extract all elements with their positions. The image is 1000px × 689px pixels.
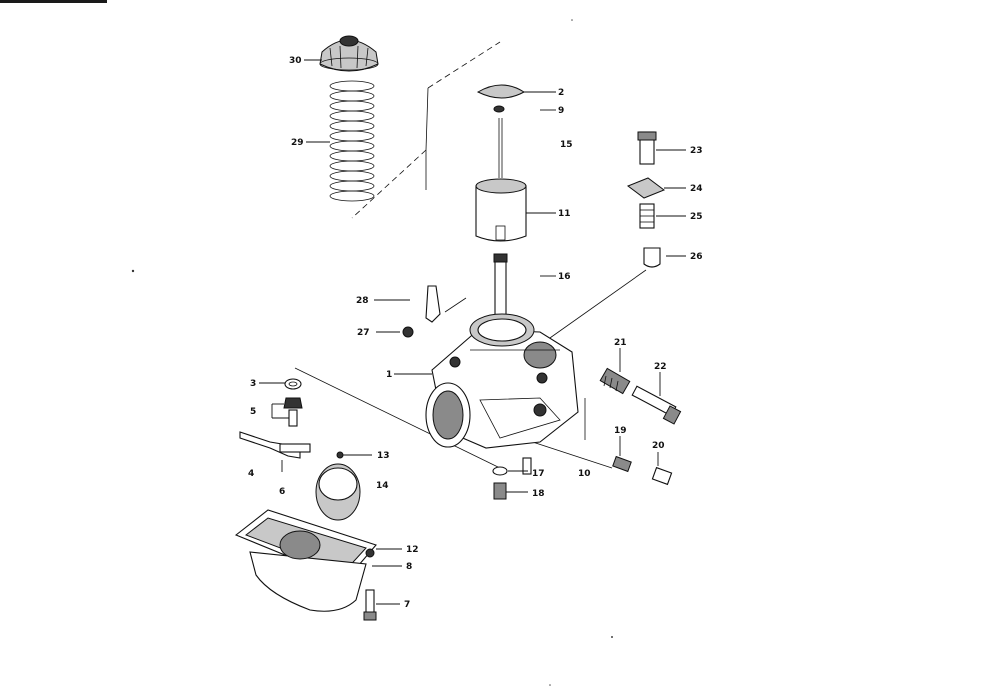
- label-11: 11: [558, 209, 571, 219]
- carburetor-body-part: [425, 313, 579, 449]
- label-4: 4: [248, 469, 254, 479]
- label-15: 15: [560, 140, 573, 150]
- label-9: 9: [558, 106, 564, 116]
- throttle-stop-screw-part: [612, 455, 673, 486]
- slide-spring-part: [329, 80, 375, 202]
- label-27: 27: [357, 328, 370, 338]
- top-cap-part: [319, 35, 379, 72]
- label-22: 22: [654, 362, 667, 372]
- label-5: 5: [250, 407, 256, 417]
- float-needle-parts: [239, 378, 311, 459]
- choke-lever-part: [402, 285, 467, 338]
- label-20: 20: [652, 441, 665, 451]
- needle-jet-part: [493, 253, 508, 321]
- label-19: 19: [614, 426, 627, 436]
- label-28: 28: [356, 296, 369, 306]
- label-8: 8: [406, 562, 412, 572]
- label-2: 2: [558, 88, 564, 98]
- label-7: 7: [404, 600, 410, 610]
- idle-screw-assembly: [626, 131, 666, 268]
- label-10: 10: [578, 469, 591, 479]
- throttle-slide-part: [475, 178, 527, 242]
- label-26: 26: [690, 252, 703, 262]
- label-3: 3: [250, 379, 256, 389]
- label-23: 23: [690, 146, 703, 156]
- label-16: 16: [558, 272, 571, 282]
- part-number-labels: 30 29 2 9 15 11 16 23 24 25 26 28 27 1 2…: [248, 56, 703, 610]
- label-21: 21: [614, 338, 627, 348]
- main-jet-parts: [492, 457, 532, 500]
- label-14: 14: [376, 481, 389, 491]
- label-17: 17: [532, 469, 545, 479]
- label-24: 24: [690, 184, 703, 194]
- leader-lines: [259, 59, 686, 605]
- assembly-guide-lines: [294, 41, 647, 469]
- label-18: 18: [532, 489, 545, 499]
- label-1: 1: [386, 370, 392, 380]
- label-6: 6: [279, 487, 285, 497]
- float-part: [315, 451, 361, 521]
- needle-plate-part: [476, 84, 525, 178]
- label-25: 25: [690, 212, 703, 222]
- pilot-screw-part: [599, 367, 682, 425]
- scan-specks: [131, 19, 613, 686]
- page-edge-rule: [0, 0, 107, 3]
- label-12: 12: [406, 545, 419, 555]
- float-bowl-part: [234, 509, 377, 621]
- label-29: 29: [291, 138, 304, 148]
- label-13: 13: [377, 451, 390, 461]
- label-30: 30: [289, 56, 302, 66]
